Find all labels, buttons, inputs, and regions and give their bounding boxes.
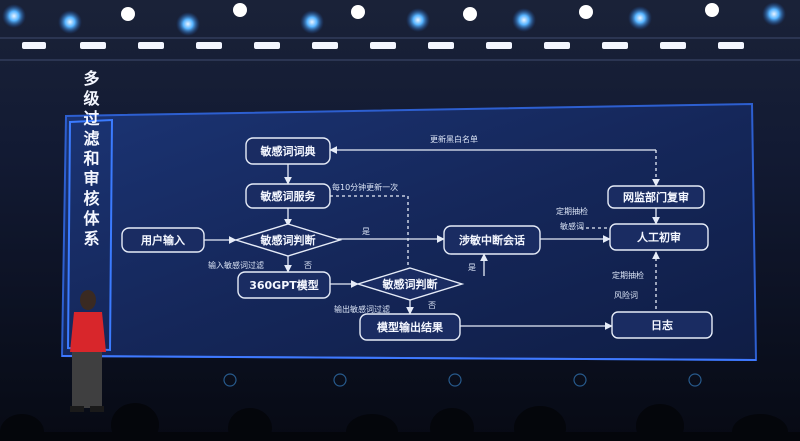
log-label: 日志: [651, 318, 673, 332]
gov-review-label: 网监部门复审: [623, 190, 689, 204]
node-model-output: [359, 313, 461, 341]
periodic-check-label: 定期抽检: [556, 206, 588, 216]
no-2-label: 否: [428, 301, 436, 310]
judge1-label: 敏感词判断: [260, 233, 316, 247]
output-filter-label: 输出敏感词过滤: [334, 304, 390, 314]
light-bars: [22, 42, 744, 49]
node-interrupt: [443, 225, 541, 255]
node-sensitive-service: [245, 183, 331, 209]
node-user-input: [121, 227, 205, 253]
connectors: [204, 146, 660, 330]
node-judge1: [233, 223, 343, 257]
model-output-label: 模型输出结果: [377, 320, 443, 334]
node-manual-review: [609, 223, 709, 251]
speaker: [70, 290, 106, 412]
side-title: 多级过滤和审核体系: [81, 69, 100, 250]
sensitive-words-label: 敏感词: [560, 221, 584, 231]
yes-1-label: 是: [362, 227, 370, 236]
sensitive-service-label: 敏感词服务: [260, 189, 317, 203]
node-360gpt-model: [237, 271, 331, 299]
node-log: [611, 311, 713, 339]
title-frame: [66, 118, 114, 352]
node-gov-review: [607, 185, 705, 209]
screen-bottom-edge: [61, 355, 757, 361]
stage-lights: [2, 2, 786, 36]
node-sensitive-dict: [245, 137, 331, 165]
risk-words-label: 风险词: [614, 290, 638, 300]
node-judge2: [355, 267, 465, 301]
flow-nodes: [121, 137, 713, 341]
input-filter-label: 输入敏感词过滤: [208, 260, 264, 270]
yes-2-label: 是: [468, 263, 476, 272]
model-360gpt-label: 360GPT模型: [249, 278, 319, 292]
periodic-check2-label: 定期抽检: [612, 270, 644, 280]
no-1-label: 否: [304, 261, 312, 270]
every-10min-label: 每10分钟更新一次: [332, 182, 398, 192]
interrupt-label: 涉敏中断会话: [459, 233, 525, 247]
update-lists-label: 更新黑白名单: [430, 134, 478, 144]
audience-heads: [0, 403, 800, 441]
manual-review-label: 人工初审: [637, 230, 681, 244]
floor-icons: [223, 373, 702, 387]
ceiling-truss: [0, 37, 800, 61]
user-input-label: 用户输入: [141, 233, 185, 247]
sensitive-dict-label: 敏感词词典: [260, 144, 316, 158]
judge2-label: 敏感词判断: [382, 277, 438, 291]
